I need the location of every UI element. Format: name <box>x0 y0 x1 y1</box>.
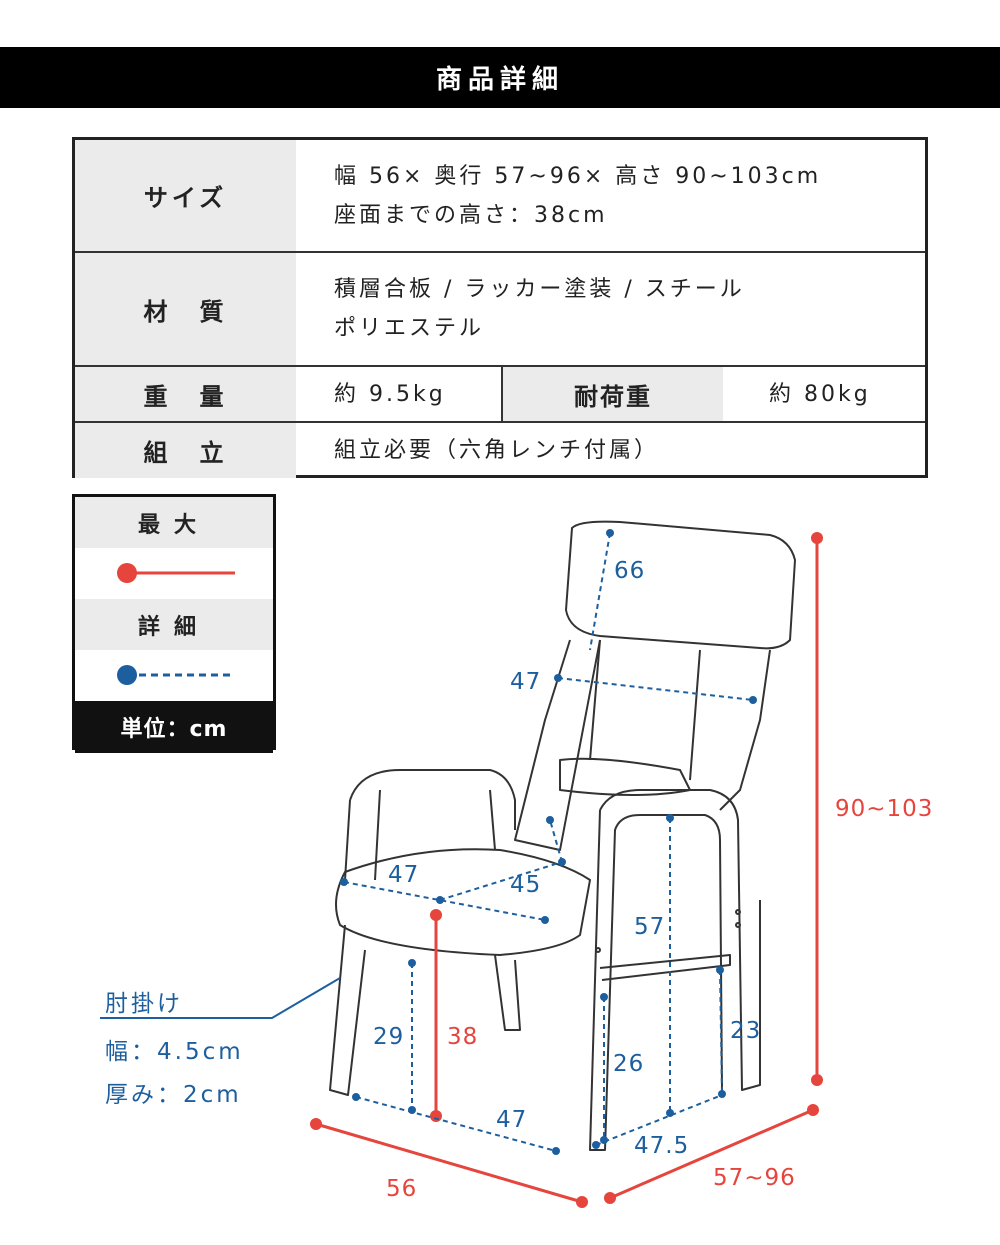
dim-width-label: 56 <box>386 1176 417 1202</box>
legend-unit: 単位：cm <box>75 701 273 753</box>
dim-seat-depth-label: 45 <box>510 872 541 898</box>
spec-value: 座面までの高さ：38cm <box>334 202 608 228</box>
armrest-callout-line <box>100 977 341 1019</box>
dim-armrest-height-label: 57 <box>634 914 665 940</box>
dim-front-leg-label: 29 <box>373 1024 404 1050</box>
dim-base-width-label: 47 <box>496 1107 527 1133</box>
legend-blue-line <box>75 650 273 701</box>
section-header: 商品詳細 <box>0 47 1000 108</box>
armrest-width: 幅：4.5cm <box>105 1039 244 1065</box>
red-dimensions: 90~103 38 56 57~96 <box>310 532 933 1208</box>
spec-label: 材 質 <box>75 253 296 365</box>
spec-label: サイズ <box>75 140 296 251</box>
spec-value: 組立必要（六角レンチ付属） <box>334 438 660 463</box>
dim-headrest-label: 66 <box>614 558 645 584</box>
spec-table: サイズ 幅 56× 奥行 57~96× 高さ 90~103cm 座面までの高さ：3… <box>72 137 928 478</box>
spec-label: 組 立 <box>75 423 296 478</box>
dim-back-width-label: 47 <box>510 669 541 695</box>
legend: 最大 詳細 単位：cm <box>72 494 276 753</box>
spec-value: 約 9.5kg <box>296 367 503 421</box>
dim-seat-width-label: 47 <box>388 862 419 888</box>
spec-label: 耐荷重 <box>503 367 723 421</box>
armrest-title: 肘掛け <box>105 991 183 1017</box>
spec-row-weight: 重 量 約 9.5kg 耐荷重 約 80kg <box>75 367 925 423</box>
dim-rear-leg-label: 23 <box>730 1018 761 1044</box>
legend-max-label: 最大 <box>75 497 273 548</box>
dim-height-label: 90~103 <box>835 796 933 822</box>
legend-red-line <box>75 548 273 599</box>
spec-value: 約 80kg <box>769 381 871 407</box>
dim-side-leg-label: 26 <box>613 1051 644 1077</box>
spec-value: 積層合板 / ラッカー塗装 / スチール <box>334 277 745 302</box>
spec-label: 重 量 <box>75 367 296 421</box>
spec-row-assembly: 組 立 組立必要（六角レンチ付属） <box>75 423 925 478</box>
dim-seat-height-label: 38 <box>447 1024 478 1050</box>
legend-detail-label: 詳細 <box>75 599 273 650</box>
blue-dimensions: 66 47 45 47 57 29 26 23 47 47.5 <box>100 529 761 1159</box>
armrest-thickness: 厚み：2cm <box>105 1082 242 1108</box>
spec-row-material: 材 質 積層合板 / ラッカー塗装 / スチールポリエステル <box>75 253 925 367</box>
spec-value: ポリエステル <box>334 316 485 341</box>
chair-outline <box>329 520 796 1151</box>
spec-value: 幅 56× 奥行 57~96× 高さ 90~103cm <box>334 163 822 189</box>
dim-depth-label: 57~96 <box>713 1165 796 1191</box>
dim-base-depth-label: 47.5 <box>634 1133 689 1159</box>
spec-row-size: サイズ 幅 56× 奥行 57~96× 高さ 90~103cm 座面までの高さ：3… <box>75 140 925 253</box>
